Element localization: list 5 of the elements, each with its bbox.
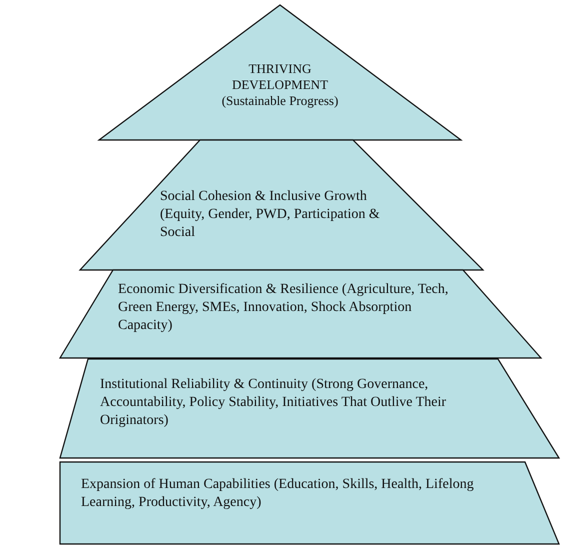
tier-label: Institutional Reliability & Continuity (Strong Governance, Accountability, Policy Stability, Initiatives That Outlive Their Originators) — [100, 376, 448, 430]
tier-label: Expansion of Human Capabilities (Education, Skills, Health, Lifelong Learning, Productivity, Agency) — [81, 476, 475, 512]
tier-label: THRIVING DEVELOPMENT (Sustainable Progress) — [220, 61, 340, 109]
tier-label: Social Cohesion & Inclusive Growth (Equity, Gender, PWD, Participation & Social — [160, 188, 381, 242]
tier-label: Economic Diversification & Resilience (Agriculture, Tech, Green Energy, SMEs, Innovation, Shock Absorption Capacity) — [118, 281, 450, 335]
